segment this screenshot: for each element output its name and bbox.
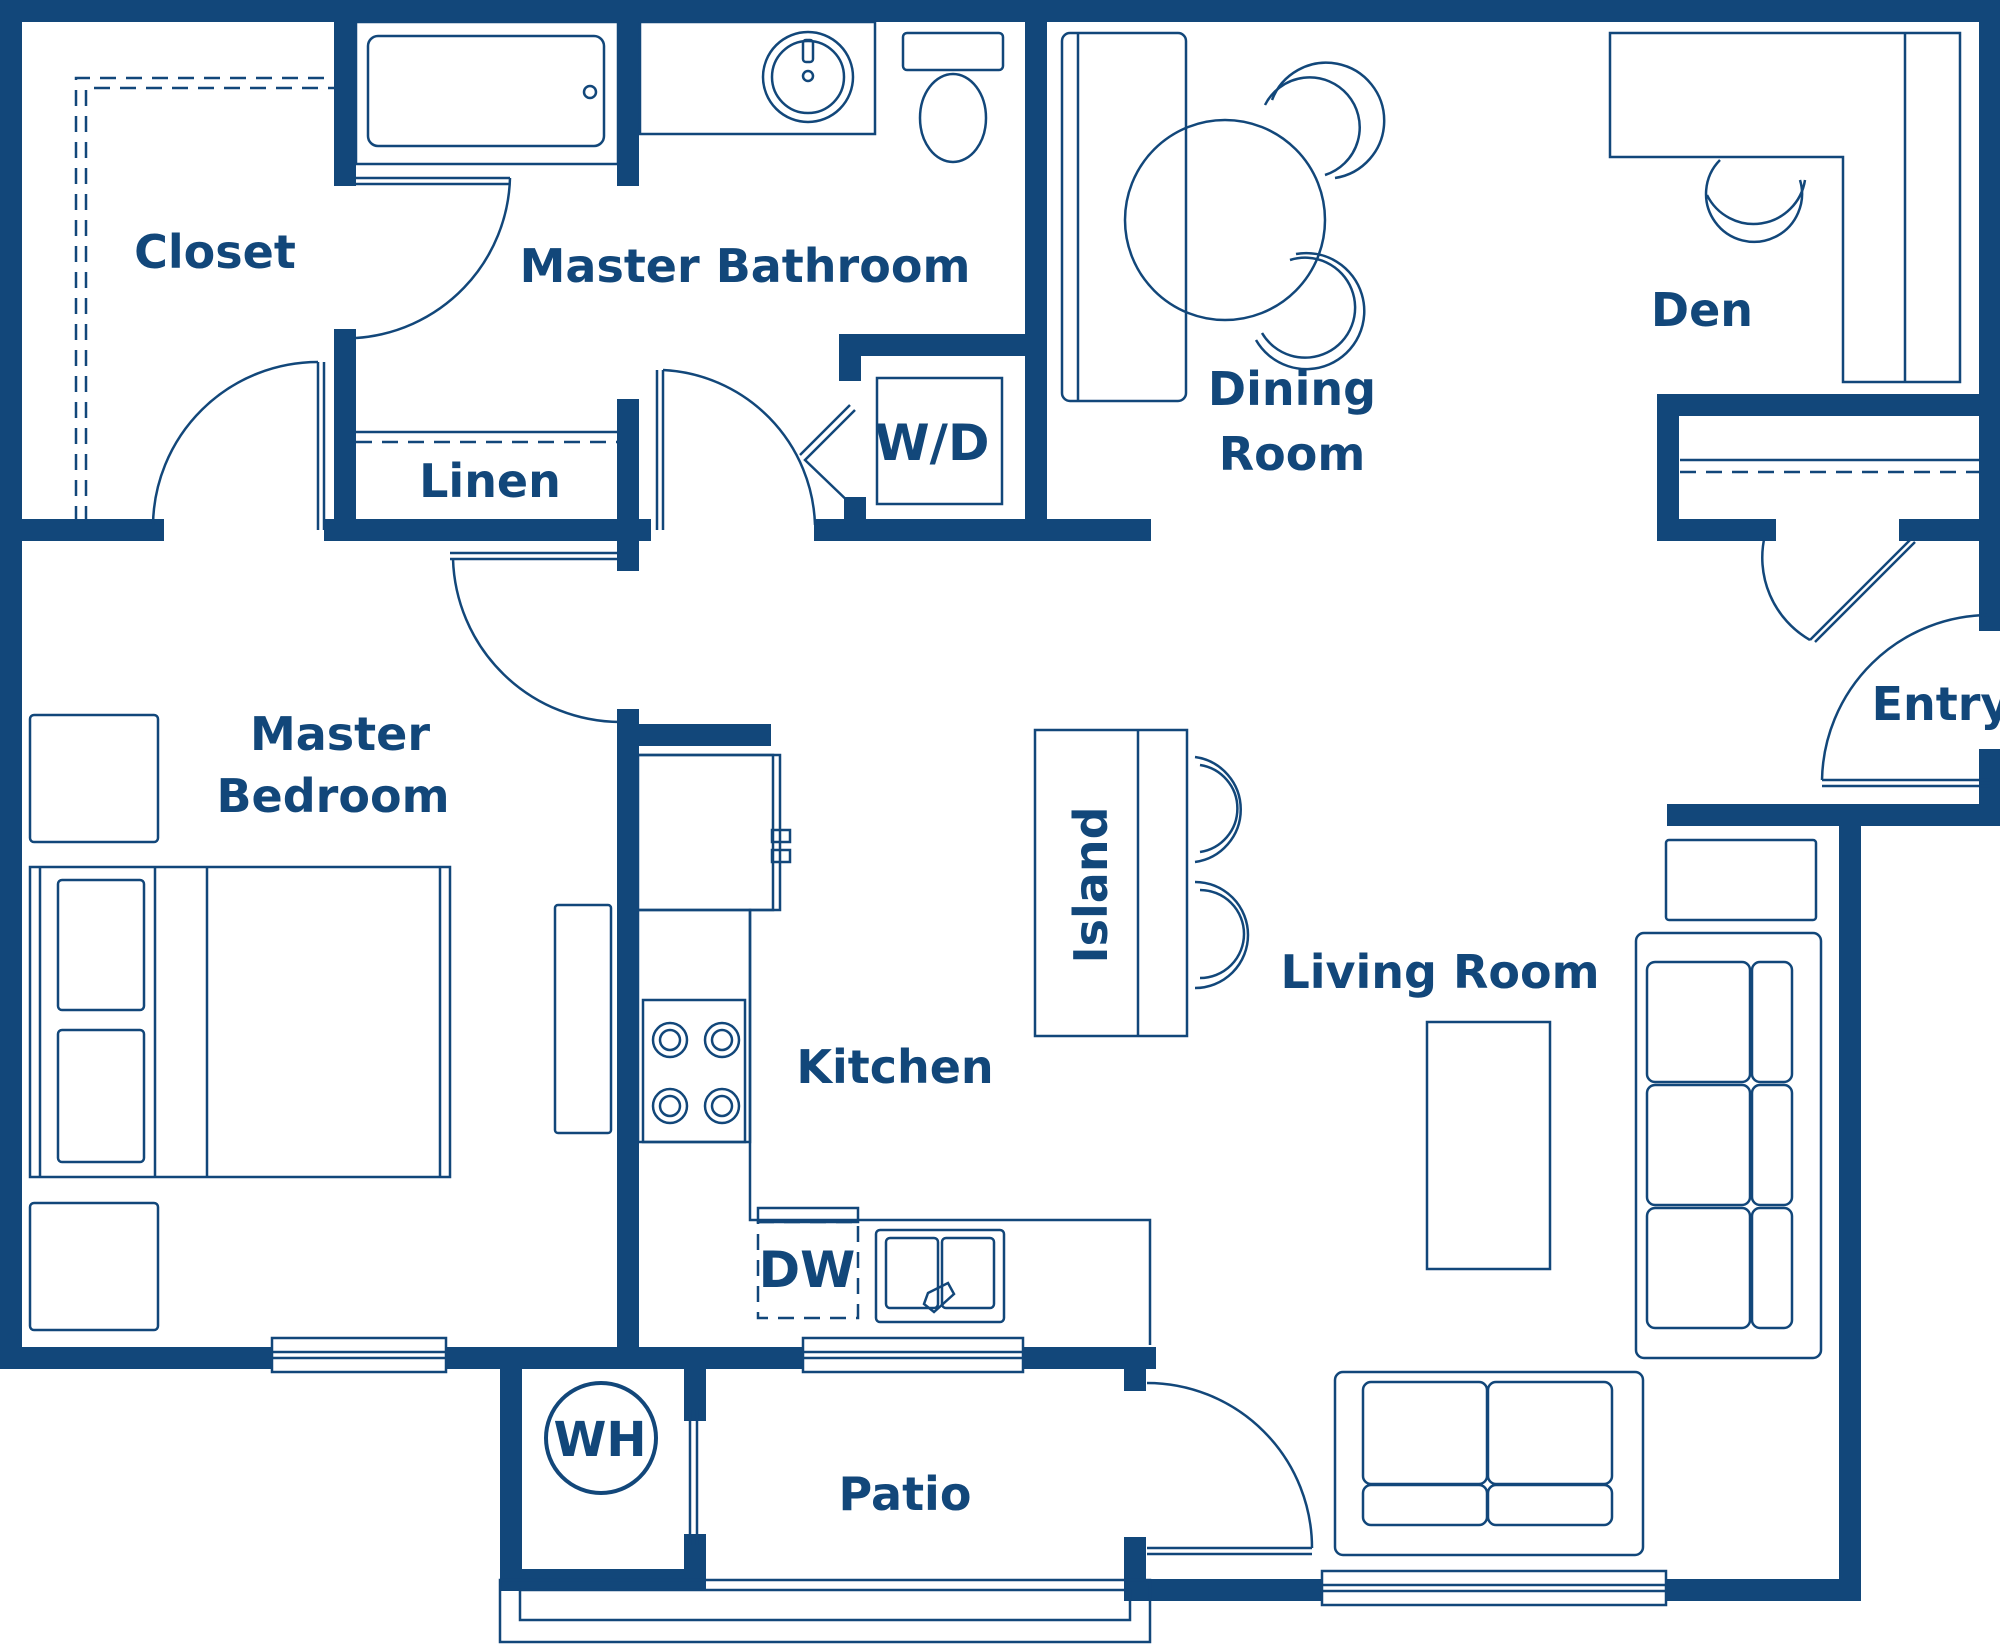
- linen-label: Linen: [419, 454, 561, 508]
- water-heater-circle: [544, 1381, 658, 1495]
- dishwasher-label: DW: [759, 1241, 856, 1299]
- dining-label-line2: Room: [1219, 427, 1366, 481]
- water-heater-label: WH: [553, 1412, 646, 1468]
- den-label: Den: [1651, 283, 1753, 337]
- bedroom-furniture: [28, 713, 613, 1332]
- closet-shelves: [74, 76, 1980, 522]
- master-bathroom-label: Master Bathroom: [520, 239, 971, 293]
- master-bedroom-label-line1: Master: [250, 707, 430, 761]
- washer-dryer-label: W/D: [875, 414, 990, 472]
- walls: [0, 0, 2000, 1601]
- doors: [151, 176, 1991, 1556]
- dining-label-line1: Dining: [1208, 362, 1376, 416]
- kitchen-island: [1033, 728, 1250, 1038]
- kitchen-label: Kitchen: [796, 1040, 993, 1094]
- living-room-label: Living Room: [1280, 945, 1599, 999]
- kitchen-fixtures: [636, 753, 1152, 1345]
- living-furniture: [1333, 838, 1823, 1557]
- dining-furniture: [1060, 31, 1386, 403]
- entry-label: Entry: [1872, 677, 2000, 731]
- island-label: Island: [1064, 807, 1118, 964]
- washer-dryer-box: [875, 376, 1004, 506]
- den-desk: [1608, 31, 1962, 384]
- master-bedroom-label-line2: Bedroom: [216, 769, 449, 823]
- bathroom-fixtures: [354, 20, 1005, 166]
- patio-label: Patio: [839, 1467, 972, 1521]
- closet-label: Closet: [134, 225, 296, 279]
- windows: [270, 1336, 1668, 1644]
